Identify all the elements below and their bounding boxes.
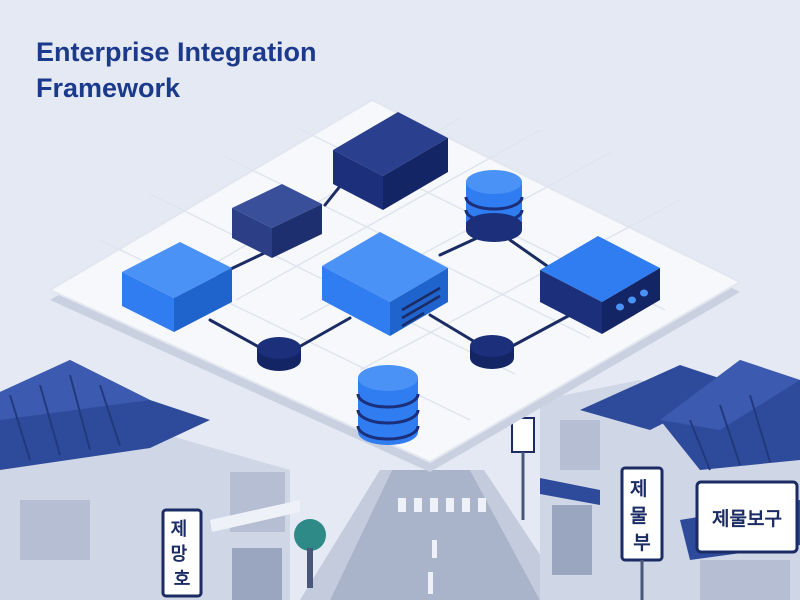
diagram-title: Enterprise Integration Framework	[36, 34, 317, 106]
connection	[428, 313, 482, 347]
junction-node-right[interactable]	[470, 335, 514, 369]
title-line-1: Enterprise Integration	[36, 37, 317, 67]
lane-markings	[428, 540, 437, 594]
crosswalk	[398, 498, 486, 512]
server-node-center[interactable]	[322, 232, 448, 336]
sign-right: 제물보구	[695, 480, 799, 554]
server-node-right[interactable]	[540, 236, 660, 334]
sign-center: 제 물 부	[620, 466, 664, 600]
database-node-top[interactable]	[464, 170, 524, 242]
street-scene: 제 망 호	[0, 360, 800, 600]
database-node-bottom[interactable]	[356, 365, 420, 445]
junction-node-left[interactable]	[257, 337, 301, 371]
connection	[503, 313, 572, 352]
connection	[508, 238, 552, 270]
sign-center-text: 제 물 부	[630, 478, 654, 554]
sign-right-text: 제물보구	[712, 508, 782, 530]
sign-left: 제 망 호	[161, 508, 203, 598]
title-line-2: Framework	[36, 73, 181, 103]
server-node-top[interactable]	[333, 112, 448, 210]
sidewalk-left	[300, 470, 392, 600]
sign-left-text: 제 망 호	[171, 519, 194, 590]
server-node-left-upper[interactable]	[232, 184, 322, 258]
left-building	[0, 360, 326, 600]
service-node-left[interactable]	[122, 242, 232, 332]
